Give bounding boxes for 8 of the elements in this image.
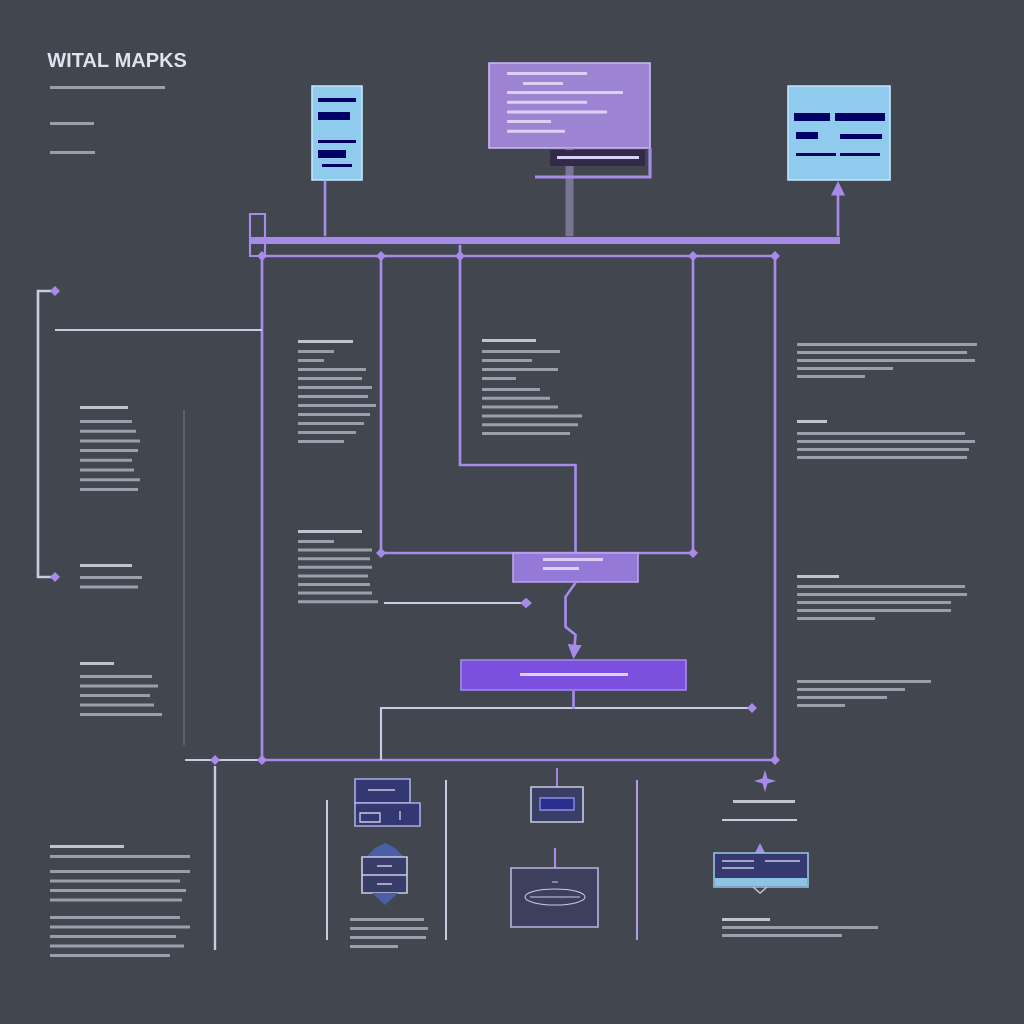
bus-bar <box>250 237 840 244</box>
connector <box>572 690 575 709</box>
process-box <box>460 659 687 691</box>
board-box <box>488 62 651 149</box>
connector <box>323 180 327 237</box>
process-box <box>512 552 639 583</box>
title: WITAL MAPKS <box>47 52 187 68</box>
connector <box>458 244 577 553</box>
